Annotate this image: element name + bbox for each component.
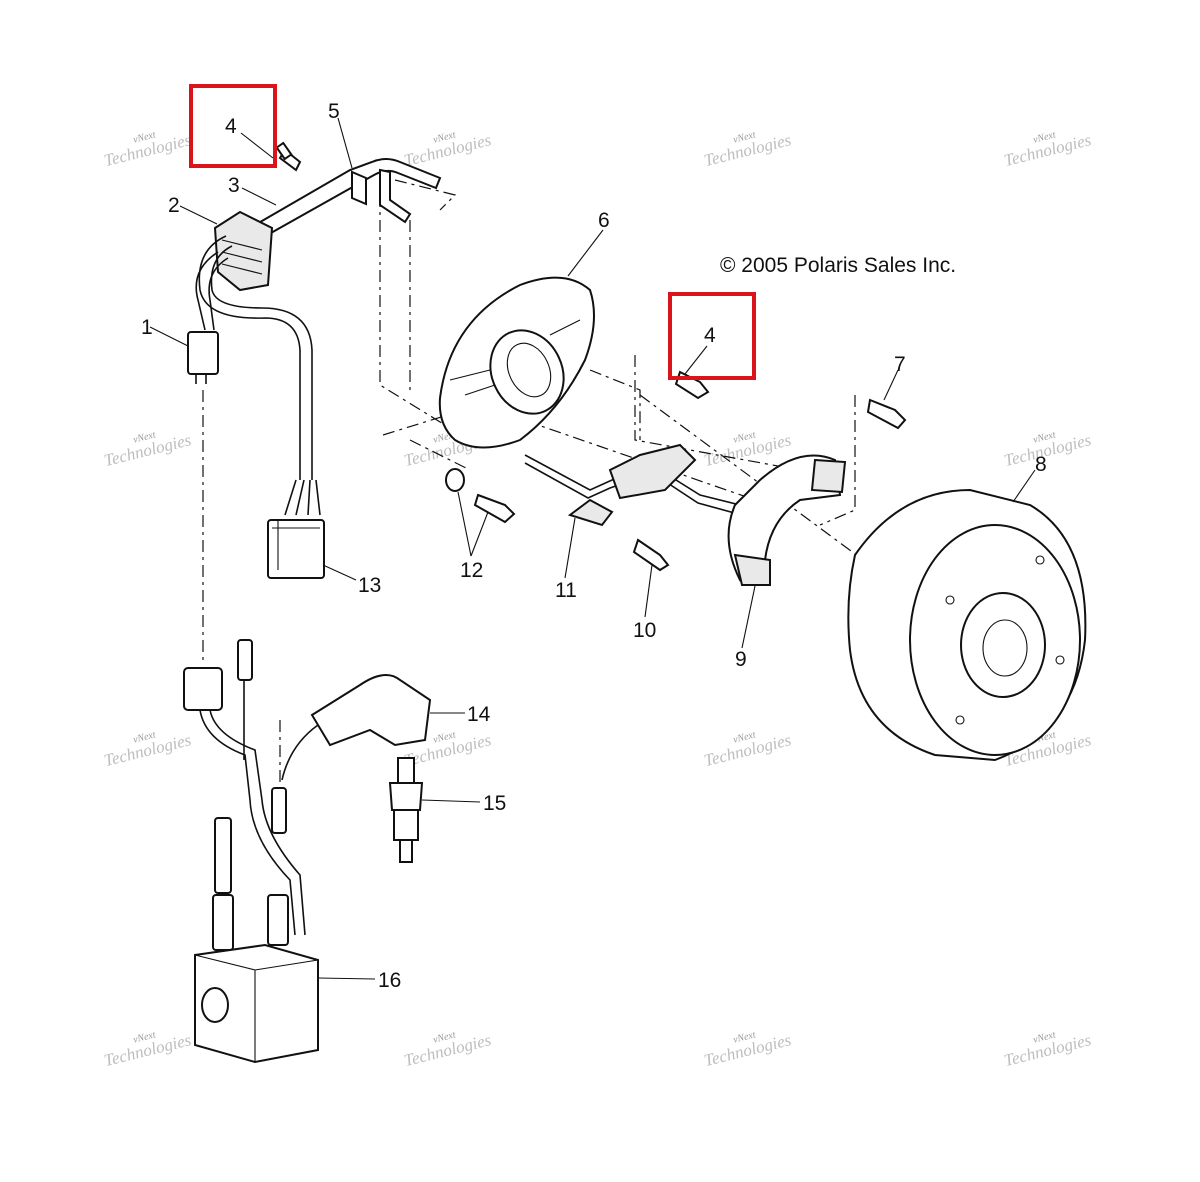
watermark-line1: vNext xyxy=(732,129,757,145)
ignition-harness xyxy=(183,639,306,951)
callout-6: 6 xyxy=(598,209,610,232)
stator-plate xyxy=(438,276,595,449)
callout-2: 2 xyxy=(168,194,180,217)
callout-8: 8 xyxy=(1035,453,1047,476)
copyright-text: © 2005 Polaris Sales Inc. xyxy=(720,254,956,277)
watermark-line1: vNext xyxy=(132,729,157,745)
highlight-box-top xyxy=(189,84,277,168)
screw-right xyxy=(674,370,710,400)
callout-15: 15 xyxy=(483,792,506,815)
callout-5: 5 xyxy=(328,100,340,123)
callout-labels: 1 2 3 4 4 5 6 7 8 9 10 11 12 13 14 15 16 xyxy=(141,100,1047,992)
highlight-box-right xyxy=(668,292,756,380)
stator-coil xyxy=(727,454,847,586)
callout-4-top: 4 xyxy=(225,115,237,138)
screw-7 xyxy=(866,398,907,430)
flywheel xyxy=(847,488,1087,762)
callout-13: 13 xyxy=(358,574,381,597)
watermark-line1: vNext xyxy=(432,129,457,145)
watermark-line1: vNext xyxy=(1032,129,1057,145)
callout-14: 14 xyxy=(467,703,491,726)
spark-plug xyxy=(388,757,424,863)
watermark-line1: vNext xyxy=(132,1029,157,1045)
connector-1 xyxy=(187,331,219,384)
callout-3: 3 xyxy=(228,174,240,197)
watermark-line1: vNext xyxy=(132,429,157,445)
ignition-coil xyxy=(194,943,319,1064)
connector-13 xyxy=(267,479,325,579)
callout-9: 9 xyxy=(735,648,747,671)
pickup-bracket xyxy=(524,443,761,527)
wire-harness-tube xyxy=(253,158,442,240)
callout-10: 10 xyxy=(633,619,656,642)
leader-lines xyxy=(149,117,1036,980)
screw-10 xyxy=(632,538,670,572)
watermark-line1: vNext xyxy=(432,1029,457,1045)
watermark-line1: vNext xyxy=(732,429,757,445)
regulator-block xyxy=(213,210,274,292)
watermark-line1: vNext xyxy=(1032,429,1057,445)
watermark-line1: vNext xyxy=(1032,1029,1057,1045)
callout-11: 11 xyxy=(555,579,577,602)
harness-cable xyxy=(195,235,313,480)
callout-16: 16 xyxy=(378,969,401,992)
watermark-line1: vNext xyxy=(732,1029,757,1045)
screw-and-washer-12 xyxy=(445,468,516,524)
watermark-line1: vNext xyxy=(432,729,457,745)
callout-12: 12 xyxy=(460,559,483,582)
watermark-line1: vNext xyxy=(732,729,757,745)
callout-4-right: 4 xyxy=(704,324,716,347)
callout-1: 1 xyxy=(141,316,153,339)
screw-top xyxy=(275,141,302,172)
callout-7: 7 xyxy=(894,353,906,376)
watermark-line1: vNext xyxy=(132,129,157,145)
spark-plug-cap xyxy=(281,674,432,781)
